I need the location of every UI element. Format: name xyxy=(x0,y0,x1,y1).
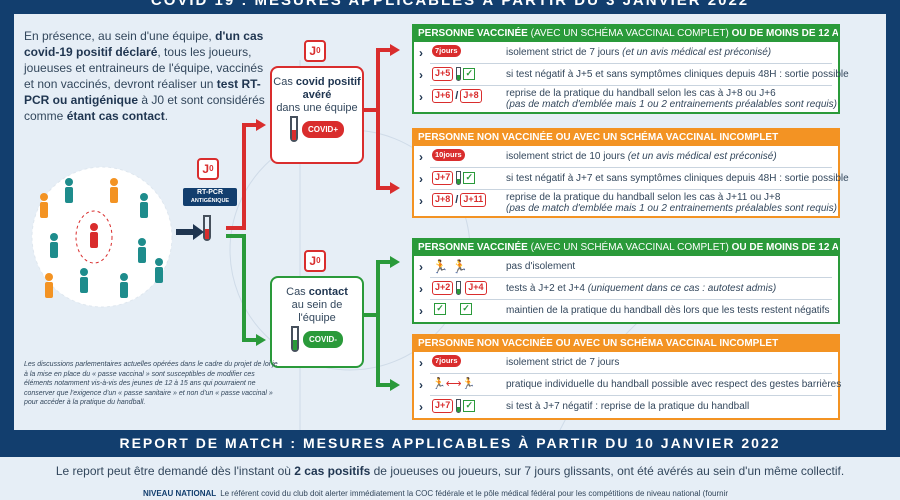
day-badge: J+8 xyxy=(432,193,454,207)
duration-pill: 7jours xyxy=(432,45,461,57)
check-icon: ✓ xyxy=(463,400,476,412)
case-contact-box: Cas contact au sein de l'équipe COVID- xyxy=(270,276,364,368)
panel-header: PERSONNE NON VACCINÉE OU AVEC UN SCHÉMA … xyxy=(414,336,838,352)
chevron-right-icon: › xyxy=(419,356,423,370)
day-badge: J+11 xyxy=(460,193,487,207)
player-icon xyxy=(155,258,163,283)
player-icon xyxy=(138,238,146,263)
player-icon xyxy=(140,193,148,218)
covid-positive-badge: COVID+ xyxy=(301,121,344,138)
disclaimer-note: Les discussions parlementaires actuelles… xyxy=(24,361,278,406)
test-tube-icon xyxy=(289,116,298,143)
panel-header: PERSONNE VACCINÉE (AVEC UN SCHÉMA VACCIN… xyxy=(414,26,838,42)
test-tube-icon xyxy=(456,281,462,295)
player-icon xyxy=(110,178,118,203)
case-positive-box: Cas covid positif avéré dans une équipe … xyxy=(270,66,364,164)
check-icon: ✓ xyxy=(460,303,472,315)
top-banner: COVID 19 : MESURES APPLICABLES À PARTIR … xyxy=(0,0,900,14)
j0-marker-test: J0 xyxy=(197,158,219,180)
day-badge: J+8 xyxy=(460,89,482,103)
intro-text: En présence, au sein d'une équipe, d'un … xyxy=(24,29,265,123)
chevron-right-icon: › xyxy=(419,90,423,104)
chevron-right-icon: › xyxy=(419,68,423,82)
panel-header: PERSONNE VACCINÉE (AVEC UN SCHÉMA VACCIN… xyxy=(414,240,838,256)
chevron-right-icon: › xyxy=(419,260,423,274)
day-badge: J+6 xyxy=(432,89,454,103)
player-icon xyxy=(45,273,53,298)
player-icon xyxy=(65,178,73,203)
test-tube-icon xyxy=(456,67,462,81)
panel-header: PERSONNE NON VACCINÉE OU AVEC UN SCHÉMA … xyxy=(414,130,838,146)
player-icon xyxy=(120,273,128,298)
list-item: ›✓✓maintien de la pratique du handball d… xyxy=(419,303,830,318)
j0-marker-contact: J0 xyxy=(304,250,326,272)
running-player-icon: 🏃 🏃 xyxy=(432,259,468,274)
test-tube-icon xyxy=(291,326,299,353)
bottom-banner: REPORT DE MATCH : MESURES APPLICABLES À … xyxy=(0,430,900,457)
distance-players-icon: 🏃⟷🏃 xyxy=(432,378,476,390)
player-icon xyxy=(80,268,88,293)
duration-pill: 7jours xyxy=(432,355,461,367)
check-icon: ✓ xyxy=(434,303,446,315)
right-frame-bar xyxy=(886,0,900,430)
player-icon xyxy=(90,223,98,248)
chevron-right-icon: › xyxy=(419,378,423,392)
chevron-right-icon: › xyxy=(419,400,423,414)
bottom-text: Le report peut être demandé dès l'instan… xyxy=(55,464,845,478)
players-group-illustration xyxy=(31,166,173,308)
list-item: ›J+7✓si test négatif à J+7 et sans sympt… xyxy=(414,168,849,190)
chevron-right-icon: › xyxy=(419,172,423,186)
list-item: ›J+7✓si test à J+7 négatif : reprise de … xyxy=(419,399,750,414)
j0-marker-positive: J0 xyxy=(304,40,326,62)
duration-pill: 10jours xyxy=(432,149,465,161)
list-item: ›🏃 🏃pas d'isolement xyxy=(414,256,838,278)
check-icon: ✓ xyxy=(463,172,476,184)
player-icon xyxy=(50,233,58,258)
day-badge: J+7 xyxy=(432,399,454,413)
panel-contact-vaccinated: PERSONNE VACCINÉE (AVEC UN SCHÉMA VACCIN… xyxy=(412,238,840,324)
test-tube-icon xyxy=(456,171,462,185)
test-tube-icon xyxy=(456,399,462,413)
check-icon: ✓ xyxy=(463,68,476,80)
left-frame-bar xyxy=(0,0,14,430)
chevron-right-icon: › xyxy=(419,46,423,60)
chevron-right-icon: › xyxy=(419,282,423,296)
day-badge: J+7 xyxy=(432,171,454,185)
panel-positive-vaccinated: PERSONNE VACCINÉE (AVEC UN SCHÉMA VACCIN… xyxy=(412,24,849,114)
covid-negative-badge: COVID- xyxy=(303,331,343,348)
chevron-right-icon: › xyxy=(419,194,423,208)
day-badge: J+4 xyxy=(465,281,487,295)
day-badge: J+5 xyxy=(432,67,454,81)
panel-contact-unvaccinated: PERSONNE NON VACCINÉE OU AVEC UN SCHÉMA … xyxy=(412,334,841,420)
day-badge: J+2 xyxy=(432,281,454,295)
list-item: ›🏃⟷🏃pratique individuelle du handball po… xyxy=(414,374,841,396)
chevron-right-icon: › xyxy=(419,150,423,164)
list-item: ›J+5✓si test négatif à J+5 et sans sympt… xyxy=(414,64,849,86)
player-icon xyxy=(40,193,48,218)
chevron-right-icon: › xyxy=(419,304,423,318)
flow-arrows xyxy=(176,44,400,391)
panel-positive-unvaccinated: PERSONNE NON VACCINÉE OU AVEC UN SCHÉMA … xyxy=(412,128,849,218)
test-tube-icon xyxy=(203,215,215,241)
